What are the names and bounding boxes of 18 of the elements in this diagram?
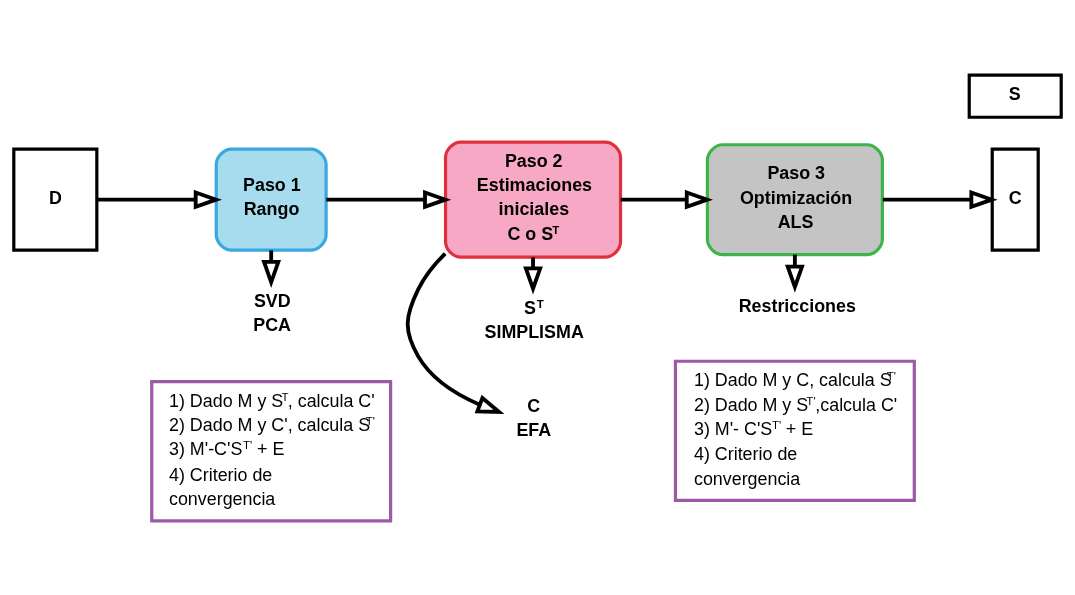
node-box: D: [12, 147, 99, 252]
arrow: [405, 251, 505, 414]
node-text: Restricciones: [738, 295, 856, 316]
node-box: 1) Dado M y C, calcula S$^{T'}$ 2) Dado M y S$^{T'}$,calcula C' 3) M'- C'S$^{T'}$ + E 4) Criterio de convergencia: [673, 359, 916, 502]
node-box: 1) Dado M y S$^{T}$, calcula C' 2) Dado M y C', calcula S$^{T'}$ 3) M'-C'S$^{T'}$ + E 4) Criterio de convergencia: [150, 379, 393, 522]
arrow: [620, 189, 713, 209]
node-text: C EFA: [516, 395, 552, 440]
arrow: [882, 189, 998, 209]
arrow: [97, 189, 222, 209]
node-box: C: [990, 147, 1040, 252]
node-text: S$^{T}$ SIMPLISMA: [484, 297, 584, 342]
node-box: S: [967, 73, 1063, 119]
node-text: SVD PCA: [253, 290, 292, 335]
node-box: Paso 3 Optimización ALS: [705, 142, 884, 256]
arrow: [326, 189, 452, 209]
node-box: Paso 1 Rango: [214, 147, 328, 252]
arrow: [261, 249, 282, 288]
node-box: Paso 2 Estimaciones iniciales C o S$^{T}$: [443, 140, 623, 259]
